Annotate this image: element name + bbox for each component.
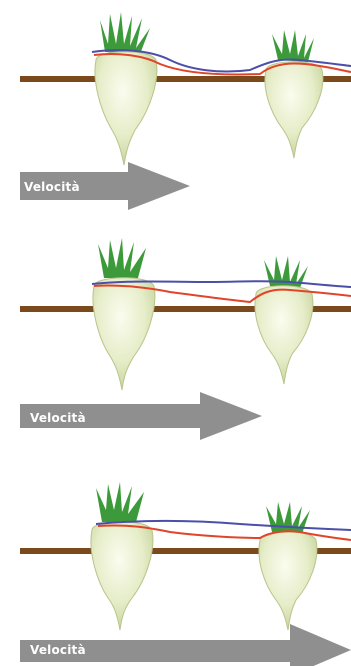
speed-label: Velocità — [24, 180, 80, 194]
diagram-panel-1: Velocità — [0, 0, 351, 222]
speed-label: Velocità — [30, 643, 86, 657]
sugar-beet-2 — [259, 502, 317, 630]
diagram-panel-3: Velocità — [0, 444, 351, 666]
sugar-beet-2 — [255, 256, 313, 384]
speed-label: Velocità — [30, 411, 86, 425]
sugar-beet-1 — [91, 482, 153, 630]
diagram-panel-2: Velocità — [0, 222, 351, 444]
sugar-beet-1 — [93, 238, 155, 390]
sugar-beet-2 — [265, 30, 323, 158]
panel-3-illustration — [0, 444, 351, 666]
sugar-beet-1 — [95, 12, 157, 165]
